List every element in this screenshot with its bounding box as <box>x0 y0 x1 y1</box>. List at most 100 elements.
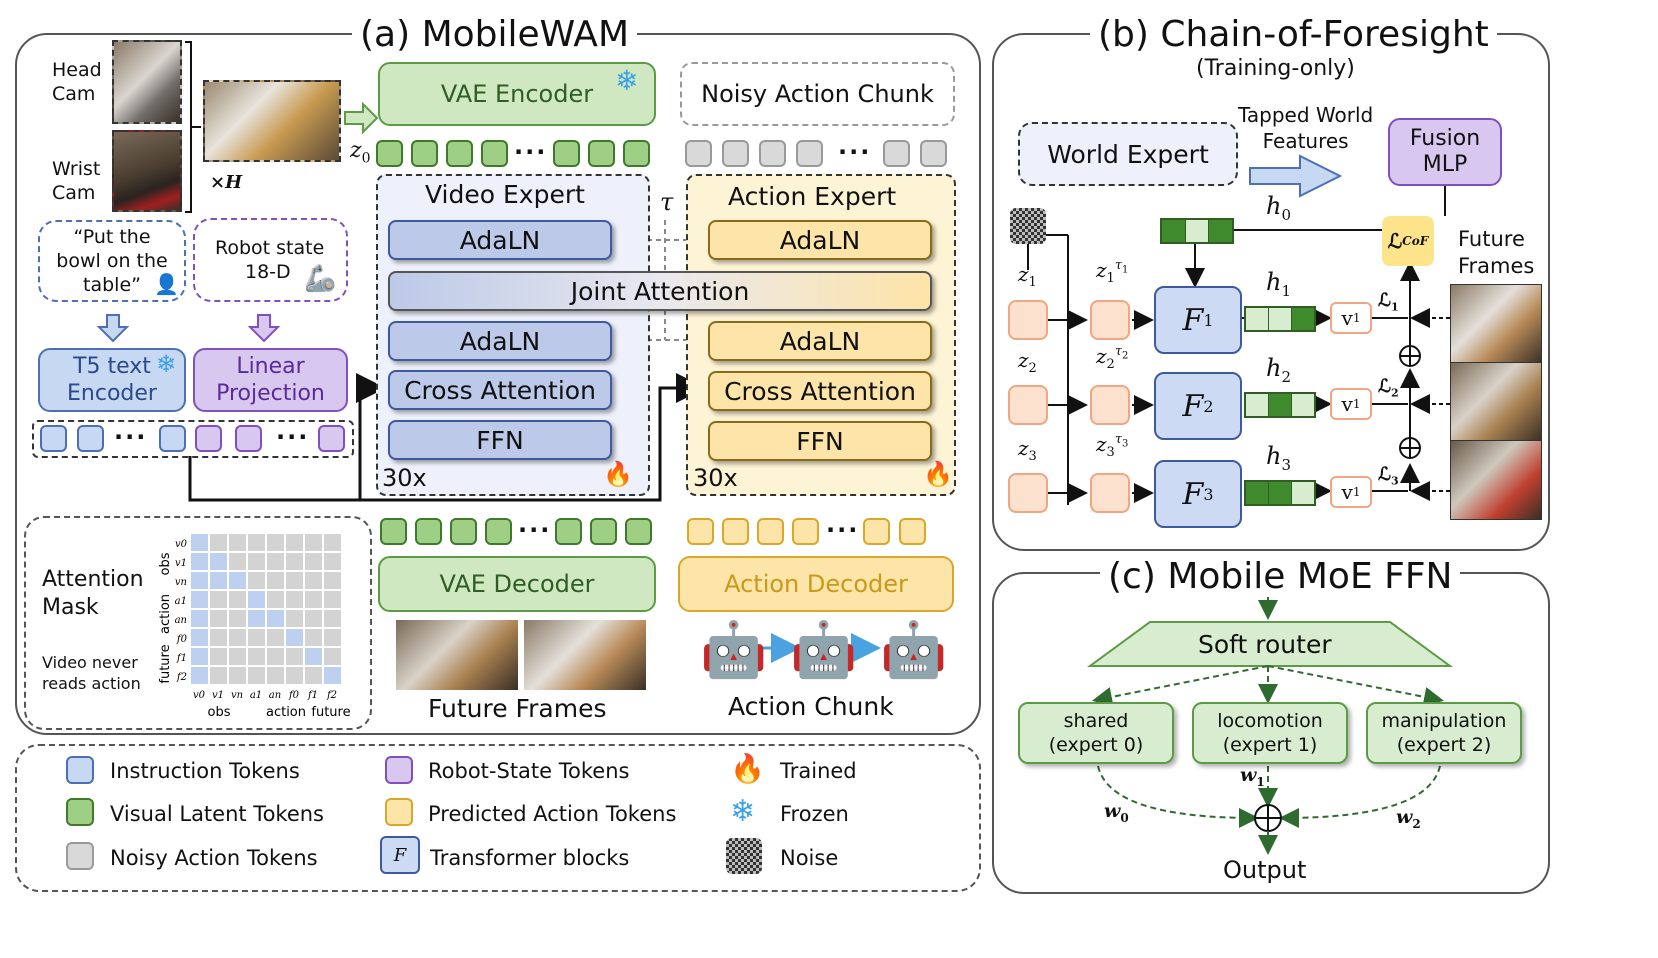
legend-label: Predicted Action Tokens <box>428 802 677 826</box>
vae-decoder: VAE Decoder <box>378 556 656 612</box>
mask-cell <box>210 667 227 684</box>
visual-latent-token <box>415 518 442 545</box>
vae-encoder: VAE Encoder <box>378 62 656 126</box>
mask-cell <box>248 572 265 589</box>
fire-icon: 🔥 <box>603 460 633 488</box>
video-expert-title: Video Expert <box>425 180 585 209</box>
legend-label: Frozen <box>780 802 849 826</box>
world-expert: World Expert <box>1018 122 1238 186</box>
mask-cell <box>210 553 227 570</box>
z3-tau-latent <box>1090 473 1130 513</box>
mask-row-group-label: future <box>158 644 173 683</box>
token-ellipsis: ··· <box>826 516 860 544</box>
head-cam-image <box>112 40 182 124</box>
mask-cell <box>324 610 341 627</box>
token-ellipsis: ··· <box>514 138 548 166</box>
z3-label: z3 <box>1018 436 1037 464</box>
mask-col-label: a1 <box>250 690 262 701</box>
mask-cell <box>191 667 208 684</box>
mask-row-label: v1 <box>175 558 187 569</box>
loss-2-label: ℒ2 <box>1378 376 1399 400</box>
legend-label: Noisy Action Tokens <box>110 846 318 870</box>
loss-1-label: ℒ1 <box>1378 290 1399 314</box>
mask-cell <box>229 629 246 646</box>
mask-row-label: f2 <box>176 672 187 683</box>
mask-cell <box>305 572 322 589</box>
vae-encoder-label: VAE Encoder <box>440 80 594 108</box>
noisy-action-token <box>759 140 786 167</box>
z2-latent <box>1008 385 1048 425</box>
expert-locomotion: locomotion(expert 1) <box>1192 702 1348 764</box>
noise-icon <box>726 838 762 874</box>
visual-latent-token <box>623 140 650 167</box>
visual-latent-token <box>588 140 615 167</box>
mask-cell <box>286 667 303 684</box>
visual-latent-token <box>450 518 477 545</box>
mask-cell <box>286 572 303 589</box>
predicted-action-token <box>792 518 819 545</box>
noisy-action-chunk-label: Noisy Action Chunk <box>701 80 934 108</box>
instruction-token <box>77 425 104 452</box>
mask-row-label: an <box>175 615 187 626</box>
mask-cell <box>210 572 227 589</box>
mask-cell <box>305 534 322 551</box>
mask-cell <box>229 610 246 627</box>
legend-transformer-block-icon: F <box>380 836 420 874</box>
robot-icon: 🤖 <box>700 618 768 681</box>
future-frame-image <box>1450 284 1542 364</box>
panel-a-title: (a) MobileWAM <box>352 14 637 55</box>
mask-cell <box>229 572 246 589</box>
legend-label: Trained <box>780 759 857 783</box>
video-cross-attention: Cross Attention <box>388 370 612 410</box>
expert-shared: shared(expert 0) <box>1018 702 1174 764</box>
token-ellipsis: ··· <box>276 423 310 451</box>
token-ellipsis: ··· <box>518 516 552 544</box>
mask-row-label: vn <box>175 577 187 588</box>
mask-cell <box>229 648 246 665</box>
mask-row-group-label: action <box>158 594 173 634</box>
mask-cell <box>267 553 284 570</box>
visual-latent-token <box>485 518 512 545</box>
predicted-action-token <box>863 518 890 545</box>
mask-cell <box>248 648 265 665</box>
mask-cell <box>324 648 341 665</box>
input-arrow <box>344 101 379 135</box>
mask-cell <box>305 553 322 570</box>
mask-cell <box>286 591 303 608</box>
legend-label: Robot-State Tokens <box>428 759 630 783</box>
mask-cell <box>191 572 208 589</box>
mask-cell <box>305 667 322 684</box>
mask-cell <box>210 629 227 646</box>
mask-cell <box>191 534 208 551</box>
mask-cell <box>248 591 265 608</box>
vae-decoder-label: VAE Decoder <box>439 570 595 598</box>
mask-col-label: v1 <box>212 690 224 701</box>
mask-cell <box>267 591 284 608</box>
visual-latent-token <box>376 140 403 167</box>
h3-label: h3 <box>1266 442 1292 474</box>
video-ffn: FFN <box>388 420 612 460</box>
mask-col-label: vn <box>231 690 243 701</box>
z2-tau-label: z2τ2 <box>1096 344 1129 372</box>
legend-swatch-visual-latent <box>66 798 94 826</box>
mask-cell <box>305 610 322 627</box>
h0-token-strip <box>1160 218 1234 244</box>
mask-cell <box>191 629 208 646</box>
expert-manipulation: manipulation(expert 2) <box>1366 702 1522 764</box>
robot-state-token <box>195 425 222 452</box>
mask-cell <box>229 591 246 608</box>
mask-row-label: f0 <box>176 634 188 645</box>
action-cross-attention: Cross Attention <box>708 371 932 411</box>
panel-b-subtitle: (Training-only) <box>1196 56 1355 81</box>
action-adaln-1: AdaLN <box>708 220 932 260</box>
noisy-action-token <box>685 140 712 167</box>
